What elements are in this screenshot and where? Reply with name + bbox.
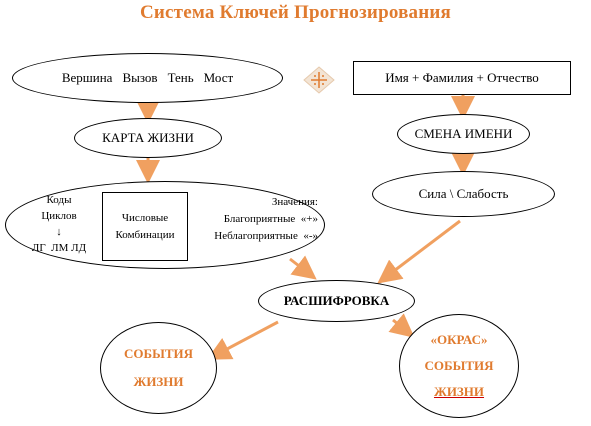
- smena-imeni-ellipse: СМЕНА ИМЕНИ: [397, 114, 530, 154]
- coloring-line2: СОБЫТИЯ: [424, 358, 494, 373]
- sila-slabost-ellipse: Сила \ Слабость: [372, 171, 555, 217]
- word-vyzov: Вызов: [122, 70, 158, 85]
- arrow-decode-to-right: [388, 313, 415, 338]
- values-line1: Значения:: [271, 196, 318, 208]
- codes-line3: ЛГ ЛМ ЛД: [31, 242, 87, 254]
- life-events-line2: ЖИЗНИ: [133, 374, 184, 389]
- life-events-line1: СОБЫТИЯ: [123, 346, 194, 361]
- diagram-title: Система Ключей Прогнозирования: [139, 2, 452, 23]
- arrow-decode-to-left: [206, 320, 279, 360]
- karta-zhizni-label: КАРТА ЖИЗНИ: [102, 130, 194, 145]
- numeric-combinations-box: Числовые Комбинации: [102, 192, 188, 261]
- name-input-box: Имя + Фамилия + Отчество: [353, 61, 571, 95]
- sila-slabost-label: Сила \ Слабость: [418, 186, 509, 201]
- values-line2: Благоприятные «+»: [223, 213, 318, 225]
- life-events-ellipse: СОБЫТИЯ ЖИЗНИ: [100, 322, 217, 414]
- down-arrow-icon: ↓: [56, 226, 62, 238]
- smena-imeni-label: СМЕНА ИМЕНИ: [414, 126, 513, 141]
- events-coloring-ellipse: «ОКРАС» СОБЫТИЯ ЖИЗНИ: [399, 314, 519, 418]
- karta-zhizni-ellipse: КАРТА ЖИЗНИ: [74, 118, 222, 158]
- compass-star-icon: [302, 65, 336, 95]
- values-line3: Неблагоприятные «-»: [214, 230, 318, 242]
- coloring-line1: «ОКРАС»: [430, 332, 488, 347]
- word-ten: Тень: [167, 70, 194, 85]
- name-input-label: Имя + Фамилия + Отчество: [385, 70, 539, 85]
- chart-points-labels: Вершина Вызов Тень Мост: [62, 70, 233, 86]
- arrow-codes-to-decode: [289, 255, 317, 280]
- codes-line2: Циклов: [41, 210, 77, 222]
- codes-line1: Коды: [46, 194, 72, 206]
- word-most: Мост: [203, 70, 234, 85]
- source-ellipse-chart-points: Вершина Вызов Тень Мост: [12, 53, 283, 103]
- coloring-line3: ЖИЗНИ: [433, 384, 485, 399]
- numeric-line2: Комбинации: [115, 228, 175, 241]
- decode-label: РАСШИФРОВКА: [283, 293, 390, 308]
- codes-block: Коды Циклов ↓ ЛГ ЛМ ЛД: [24, 192, 94, 256]
- numeric-line1: Числовые: [121, 211, 169, 224]
- values-block: Значения: Благоприятные «+» Неблагоприят…: [190, 194, 318, 245]
- word-vershina: Вершина: [61, 70, 113, 85]
- decode-ellipse: РАСШИФРОВКА: [258, 280, 415, 322]
- arrow-sila-to-decode: [377, 219, 461, 284]
